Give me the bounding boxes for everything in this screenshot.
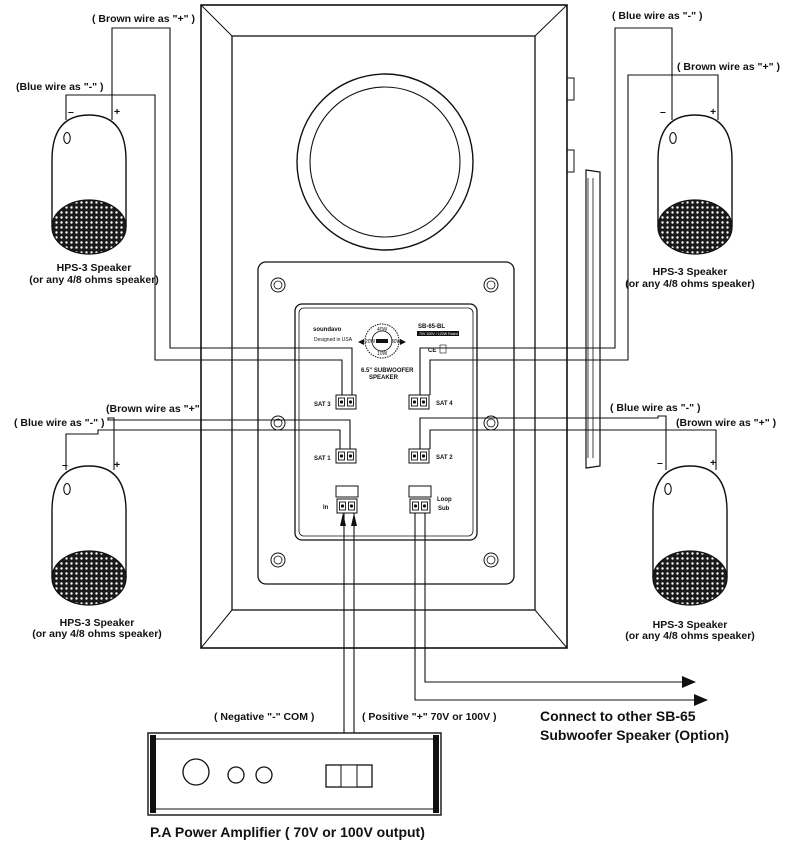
dial-value-right: 80W <box>391 339 402 345</box>
terminal-sat1[interactable] <box>335 448 357 464</box>
connect-note-line1: Connect to other SB-65 <box>540 708 696 724</box>
speaker-name: HPS-3 Speaker <box>653 619 728 631</box>
brand-logo: soundavo <box>313 327 342 333</box>
plus-sign: + <box>114 459 120 471</box>
dial-value-top: 40W <box>377 327 388 333</box>
ce-mark: CE <box>428 348 436 354</box>
sat3-label: SAT 3 <box>314 402 331 408</box>
terminal-loop[interactable] <box>408 485 432 514</box>
input-label: In <box>323 505 329 511</box>
loop-sub-label: Sub <box>438 506 450 512</box>
minus-sign: – <box>68 106 74 118</box>
terminal-sat3[interactable] <box>335 394 357 410</box>
subwoofer-label-2: SPEAKER <box>369 375 399 381</box>
negative-com-label: ( Negative "-" COM ) <box>214 711 314 723</box>
wire-label-tr-brown: ( Brown wire as "+" ) <box>677 61 780 73</box>
minus-sign: – <box>657 457 663 469</box>
arrow-icon <box>694 694 708 706</box>
amplifier-title: P.A Power Amplifier ( 70V or 100V output… <box>150 824 425 840</box>
model-number: SB-65-BL <box>418 324 445 330</box>
plus-sign: + <box>114 106 120 118</box>
dial-value-left: 20W <box>365 339 376 345</box>
wire-label-bl-blue: ( Blue wire as "-" ) <box>14 417 104 429</box>
wiring <box>65 27 719 765</box>
speaker-name: HPS-3 Speaker <box>60 617 135 629</box>
speaker-bottom-left: – + HPS-3 Speaker (or any 4/8 ohms speak… <box>32 459 162 640</box>
speaker-note: (or any 4/8 ohms speaker) <box>29 274 159 286</box>
subwoofer-label: 6.5" SUBWOOFER <box>361 368 414 374</box>
speaker-note: (or any 4/8 ohms speaker) <box>625 278 755 290</box>
terminal-panel: soundavo Designed in USA SB-65-BL 70V 10… <box>313 323 459 514</box>
minus-sign: – <box>660 106 666 118</box>
plus-sign: + <box>710 457 716 469</box>
wire-label-br-blue: ( Blue wire as "-" ) <box>610 402 700 414</box>
pa-power-amplifier <box>147 732 442 816</box>
speaker-note: (or any 4/8 ohms speaker) <box>32 628 162 640</box>
dial-value-bottom: 10W <box>377 351 388 357</box>
speaker-top-left: – + HPS-3 Speaker (or any 4/8 ohms speak… <box>29 106 159 286</box>
designed-in-text: Designed in USA <box>314 337 353 343</box>
wire-label-tl-brown: ( Brown wire as "+" ) <box>92 13 195 25</box>
loop-label: Loop <box>437 497 452 503</box>
power-tap-dial[interactable]: 40W 20W 10W 80W <box>364 323 402 359</box>
wire-label-tl-blue: (Blue wire as "-" ) <box>16 81 104 93</box>
sat1-label: SAT 1 <box>314 456 331 462</box>
plus-sign: + <box>710 106 716 118</box>
knob-icon[interactable] <box>227 766 245 784</box>
knob-icon[interactable] <box>255 766 273 784</box>
speaker-note: (or any 4/8 ohms speaker) <box>625 630 755 642</box>
sat2-label: SAT 2 <box>436 455 453 461</box>
subwoofer-cabinet <box>200 4 601 649</box>
spec-line: 70V 100V / 120W Rated <box>419 332 458 336</box>
sat4-label: SAT 4 <box>436 401 453 407</box>
minus-sign: – <box>62 459 68 471</box>
speaker-top-right: – + HPS-3 Speaker (or any 4/8 ohms speak… <box>625 106 755 290</box>
volume-knob-icon[interactable] <box>182 758 210 786</box>
wire-label-br-brown: (Brown wire as "+" ) <box>676 417 776 429</box>
wire-label-tr-blue: ( Blue wire as "-" ) <box>612 10 702 22</box>
speaker-name: HPS-3 Speaker <box>57 262 132 274</box>
speaker-name: HPS-3 Speaker <box>653 266 728 278</box>
terminal-sat4[interactable] <box>408 394 430 410</box>
wire-labels: ( Brown wire as "+" ) (Blue wire as "-" … <box>14 10 780 429</box>
speaker-bottom-right: – + HPS-3 Speaker (or any 4/8 ohms speak… <box>625 457 755 642</box>
connect-note-line2: Subwoofer Speaker (Option) <box>540 727 729 743</box>
positive-label: ( Positive "+" 70V or 100V ) <box>362 711 497 723</box>
terminal-sat2[interactable] <box>408 448 430 464</box>
arrow-icon <box>682 676 696 688</box>
wire-label-bl-brown: (Brown wire as "+" <box>106 403 200 415</box>
terminal-input[interactable] <box>335 485 359 514</box>
